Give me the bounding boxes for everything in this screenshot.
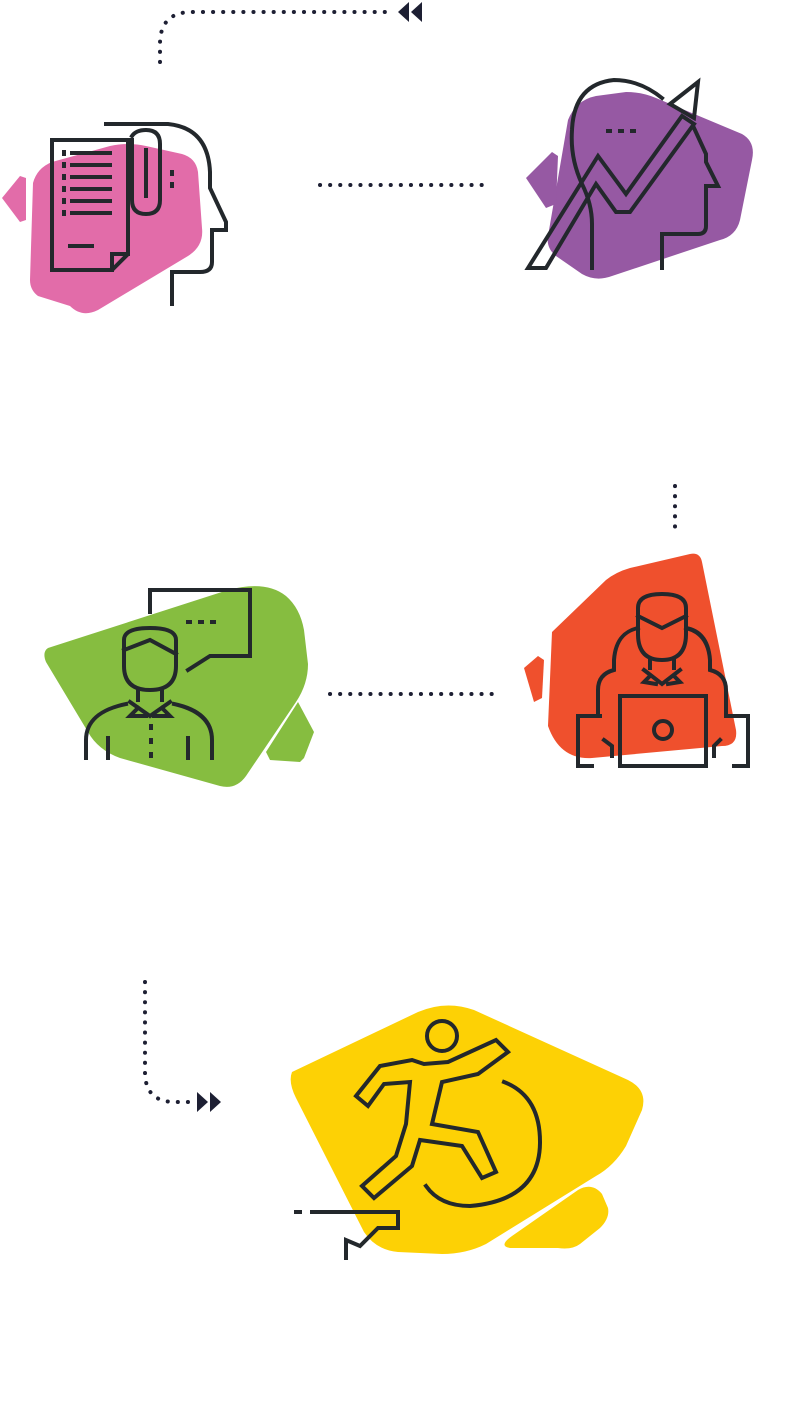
head-with-growth-arrow-icon — [524, 77, 722, 270]
head-with-document-icon — [50, 122, 228, 306]
start-connector — [158, 2, 422, 64]
step-2-blob-chip — [526, 152, 558, 208]
person-jumping-over-stairs-icon — [294, 1019, 543, 1260]
step-4-blob-chip — [266, 702, 314, 762]
step-3-blob — [548, 553, 737, 759]
step-2 — [524, 77, 753, 279]
step-5-blob-chip — [504, 1186, 609, 1249]
step-4-blob — [44, 586, 309, 787]
person-with-speech-bubble-icon — [84, 588, 252, 760]
step-1-blob — [30, 144, 203, 314]
step-3 — [524, 553, 750, 768]
step-5 — [290, 1005, 644, 1260]
fast-forward-arrow-icon — [197, 1092, 208, 1112]
step-4 — [44, 586, 314, 787]
rewind-arrow-icon — [398, 2, 409, 22]
step-1-blob-chip — [2, 176, 26, 222]
step-1 — [2, 122, 228, 314]
person-at-laptop-icon — [576, 591, 750, 768]
step-3-blob-chip — [524, 656, 544, 702]
connector-step4-step5 — [143, 980, 221, 1112]
